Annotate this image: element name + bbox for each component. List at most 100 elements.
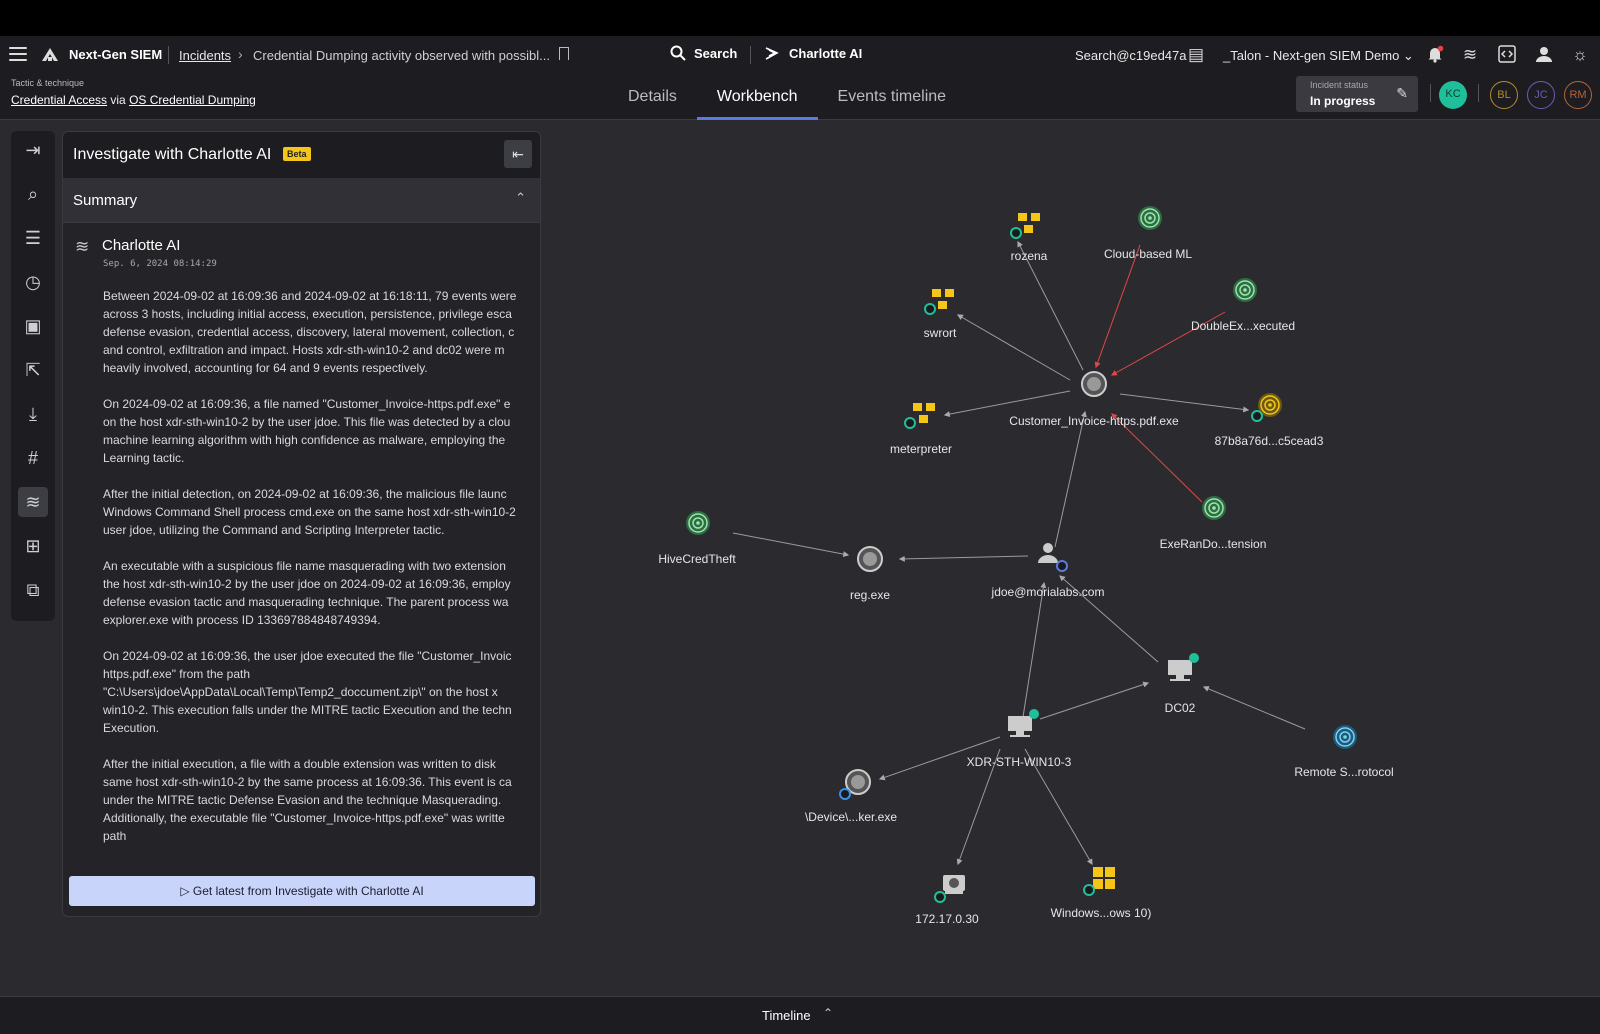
panel-header: Investigate with Charlotte AI Beta ⇤ — [63, 132, 540, 178]
avatar[interactable]: KC — [1439, 81, 1467, 109]
node-hivecredtheft-icon[interactable] — [686, 511, 710, 535]
node-label[interactable]: Windows...ows 10) — [1050, 906, 1152, 920]
grid-hash-icon[interactable]: # — [27, 448, 38, 468]
avatar[interactable]: JC — [1527, 81, 1555, 109]
tenant-selector[interactable]: _Talon - Next-gen SIEM Demo ⌄ — [1223, 48, 1414, 64]
get-latest-button[interactable]: ▷ Get latest from Investigate with Charl… — [69, 876, 535, 906]
message-timestamp: Sep. 6, 2024 08:14:29 — [103, 259, 217, 269]
avatar[interactable]: BL — [1490, 81, 1518, 109]
node-label[interactable]: HiveCredTheft — [658, 552, 736, 566]
summary-section-header[interactable]: Summary ⌃ — [63, 178, 540, 223]
node-jdoe-user-icon[interactable] — [1038, 543, 1068, 572]
code-icon[interactable] — [1497, 45, 1517, 65]
graph-edge — [878, 736, 1001, 781]
collapse-panel-button[interactable]: ⇤ — [504, 140, 532, 168]
node-ip-address-icon[interactable] — [934, 875, 965, 903]
image-icon[interactable]: ▣ — [24, 316, 42, 336]
breadcrumb-incidents-link[interactable]: Incidents — [179, 48, 232, 63]
incident-tabs: Details Workbench Events timeline — [608, 86, 966, 120]
node-device-process-icon[interactable] — [839, 769, 871, 800]
menu-icon[interactable] — [9, 47, 27, 62]
tactic-technique-label: Tactic & technique — [11, 78, 85, 88]
node-label[interactable]: ExeRanDo...tension — [1159, 537, 1267, 551]
node-exerando-icon[interactable] — [1202, 496, 1226, 520]
status-value: In progress — [1310, 94, 1376, 108]
node-label[interactable]: reg.exe — [849, 588, 891, 602]
node-label[interactable]: 87b8a76d...c5cead3 — [1214, 434, 1324, 448]
node-rozena-icon[interactable] — [1010, 213, 1040, 239]
graph-edge — [943, 390, 1071, 418]
copy-icon[interactable]: ⧉ — [26, 580, 40, 600]
node-label[interactable]: \Device\...ker.exe — [804, 810, 898, 824]
node-label[interactable]: DC02 — [1164, 701, 1196, 715]
node-label[interactable]: swrort — [923, 326, 957, 340]
history-icon[interactable]: ◷ — [25, 272, 41, 292]
incident-status-control[interactable]: Incident status In progress ✎ — [1296, 76, 1418, 112]
node-windows-os-icon[interactable] — [1083, 867, 1115, 896]
node-dc02-host-icon[interactable] — [1168, 653, 1199, 681]
charlotte-ai-icon: ≋ — [75, 237, 90, 256]
panel-expand-icon[interactable]: ⇥ — [25, 140, 41, 160]
tab-details[interactable]: Details — [628, 88, 677, 105]
graph-edge — [1022, 581, 1047, 718]
graph-edge-alert — [1111, 413, 1203, 503]
global-search-button[interactable]: Search — [670, 45, 737, 61]
graph-edge — [1054, 410, 1087, 548]
timeline-drawer-bar[interactable]: Timeline ⌃ — [0, 996, 1600, 1034]
node-hash-icon[interactable] — [1251, 393, 1282, 422]
tab-events-timeline[interactable]: Events timeline — [837, 88, 947, 105]
avatar[interactable]: RM — [1564, 81, 1592, 109]
add-note-icon[interactable]: ⊞ — [25, 536, 41, 556]
graph-edge — [956, 314, 1071, 381]
workbench-graph[interactable]: rozena Cloud-based ML swrort DoubleEx...… — [560, 130, 1600, 970]
document-icon[interactable]: ▤ — [1187, 45, 1205, 64]
tab-workbench[interactable]: Workbench — [696, 86, 818, 120]
technique-link[interactable]: OS Credential Dumping — [129, 93, 256, 107]
bookmark-icon[interactable] — [559, 47, 569, 60]
message-author: Charlotte AI — [102, 237, 181, 254]
edit-pencil-icon[interactable]: ✎ — [1396, 85, 1408, 101]
charlotte-ai-button[interactable]: Charlotte AI — [763, 45, 862, 62]
graph-edge — [1059, 575, 1159, 663]
node-cloud-ml-icon[interactable] — [1138, 206, 1162, 230]
node-xdr-host-icon[interactable] — [1008, 709, 1039, 737]
node-label[interactable]: jdoe@morialabs.com — [991, 585, 1105, 599]
node-label[interactable]: Remote S...rotocol — [1294, 765, 1394, 779]
node-label[interactable]: rozena — [1010, 249, 1048, 263]
graph-edge — [956, 748, 1001, 866]
graph-edge — [1039, 681, 1150, 720]
node-label[interactable]: meterpreter — [889, 442, 953, 456]
node-label[interactable]: Cloud-based ML — [1103, 247, 1193, 261]
export-icon[interactable]: ⇱ — [25, 360, 41, 380]
tactic-link[interactable]: Credential Access — [11, 93, 108, 107]
panel-title: Investigate with Charlotte AI — [73, 146, 272, 163]
node-customer-invoice-icon[interactable] — [1081, 371, 1107, 397]
node-label[interactable]: Customer_Invoice-https.pdf.exe — [1009, 414, 1179, 428]
node-remote-protocol-icon[interactable] — [1333, 725, 1357, 749]
user-account[interactable]: Search@c19ed47a — [1075, 48, 1187, 63]
notifications-bell-icon[interactable] — [1425, 45, 1445, 65]
node-label[interactable]: XDR-STH-WIN10-3 — [966, 755, 1072, 769]
user-profile-icon[interactable] — [1534, 45, 1554, 65]
theme-sun-icon[interactable]: ☼ — [1572, 45, 1588, 64]
via-text: via — [110, 93, 126, 107]
chevron-up-icon[interactable]: ⌃ — [515, 190, 526, 205]
graph-edges — [686, 206, 1357, 903]
send-icon: ▷ — [180, 884, 190, 898]
chevron-up-icon[interactable]: ⌃ — [823, 1006, 834, 1020]
charlotte-ai-icon[interactable]: ≋ — [18, 487, 48, 517]
search-icon[interactable]: ⌕ — [27, 184, 39, 204]
summary-paragraph: On 2024-09-02 at 16:09:36, the user jdoe… — [103, 649, 512, 735]
node-swrort-icon[interactable] — [924, 289, 954, 315]
node-reg-exe-icon[interactable] — [857, 546, 883, 572]
download-icon[interactable]: ⤓ — [29, 404, 37, 424]
graph-edge — [1119, 393, 1250, 413]
node-label[interactable]: 172.17.0.30 — [915, 912, 979, 926]
stack-icon[interactable]: ≋ — [1462, 45, 1478, 64]
node-meterpreter-icon[interactable] — [904, 403, 935, 429]
node-doubleex-icon[interactable] — [1233, 278, 1257, 302]
node-label[interactable]: DoubleEx...xecuted — [1190, 319, 1296, 333]
graph-edge — [898, 555, 1029, 562]
summary-paragraph: After the initial detection, on 2024-09-… — [103, 487, 516, 537]
document-list-icon[interactable]: ☰ — [24, 228, 42, 248]
